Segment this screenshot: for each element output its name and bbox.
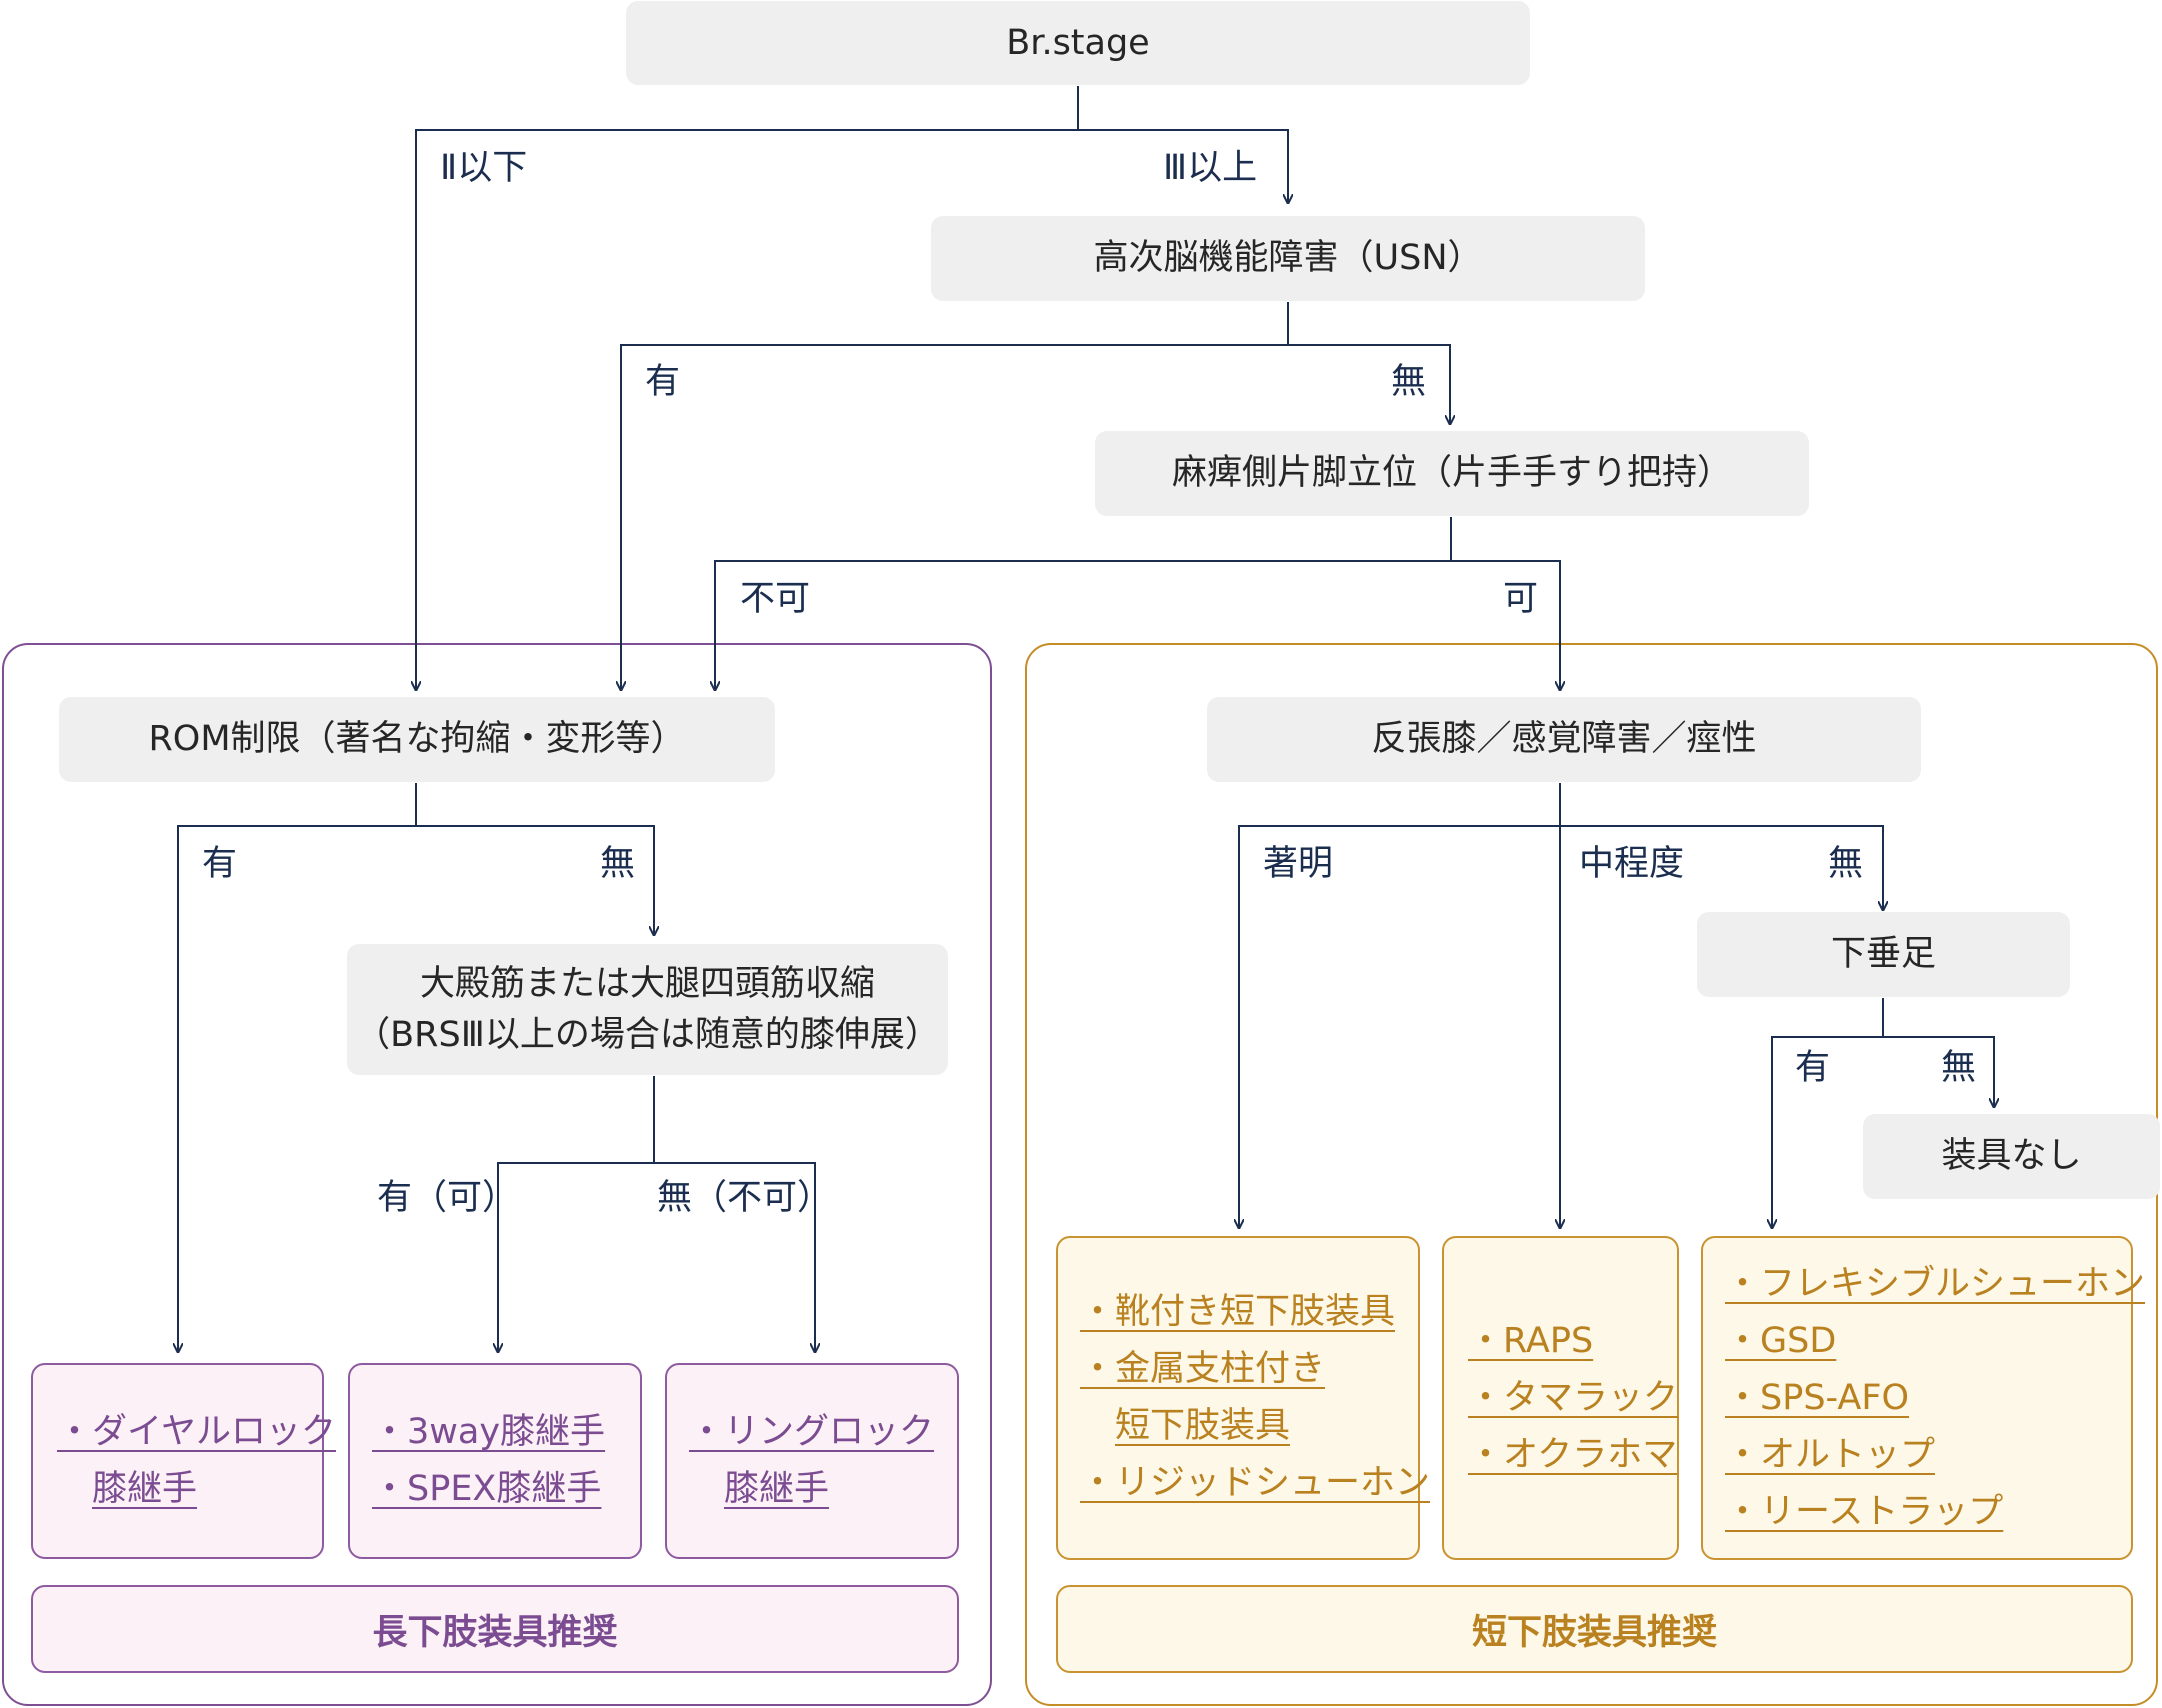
node-footdrop: 下垂足 [1697,912,2070,997]
label-usn-no: 無 [1391,362,1427,402]
arrow-stand-no [715,560,1451,690]
node-no-brace: 装具なし [1863,1114,2160,1199]
result-line[interactable]: ・フレキシブルシューホン [1725,1263,2146,1304]
result-boot-afo: ・靴付き短下肢装具 ・金属支柱付き 短下肢装具 ・リジッドシューホン [1056,1236,1431,1560]
result-line[interactable]: 短下肢装具 [1115,1406,1291,1446]
result-line[interactable]: 膝継手 [724,1469,830,1509]
result-line[interactable]: ・SPS-AFO [1725,1377,1910,1418]
result-line[interactable]: ・オルトップ [1725,1434,1936,1475]
arrow-contr-no [654,1162,815,1352]
result-dial-lock: ・ダイヤルロック 膝継手 [31,1363,336,1559]
arrow-contr-yes [498,1162,654,1352]
node-genu-recurvatum: 反張膝／感覚障害／痙性 [1207,697,1921,782]
label-rom-no: 無 [600,844,636,884]
label-contr-no: 無（不可） [657,1178,833,1218]
arrow-usn-no [1288,344,1450,424]
result-line[interactable]: ・オクラホマ [1468,1434,1678,1475]
node-contraction: 大殿筋または大腿四頭筋収縮 （BRSⅢ以上の場合は随意的膝伸展） [347,944,948,1075]
arrow-usn-yes [621,344,1288,690]
result-line[interactable]: ・GSD [1725,1320,1837,1361]
arrow-stand-yes [1451,560,1560,690]
result-line[interactable]: ・RAPS [1468,1320,1594,1361]
result-3way-spex: ・3way膝継手 ・SPEX膝継手 [348,1363,642,1559]
result-line[interactable]: ・3way膝継手 [372,1412,606,1452]
label-stand-yes: 可 [1503,579,1539,619]
banner-long-brace: 長下肢装具推奨 [31,1585,959,1673]
arrow-rom-yes [178,825,416,1352]
label-genu-none: 無 [1828,844,1864,884]
result-ring-lock: ・リングロック 膝継手 [665,1363,959,1559]
result-line[interactable]: ・タマラック [1468,1377,1679,1418]
result-line[interactable]: ・SPEX膝継手 [372,1469,602,1509]
result-raps: ・RAPS ・タマラック ・オクラホマ [1442,1236,1679,1560]
result-line[interactable]: 膝継手 [92,1469,198,1509]
arrow-iii-above [1078,129,1288,203]
node-brstage: Br.stage [626,1,1530,85]
label-ii-below: Ⅱ以下 [440,148,528,188]
label-rom-yes: 有 [202,844,238,884]
label-stand-no: 不可 [740,579,811,619]
node-usn: 高次脳機能障害（USN） [931,216,1645,301]
arrow-genu-marked [1239,825,1560,1228]
label-drop-yes: 有 [1795,1048,1831,1088]
arrow-drop-no [1883,1036,1994,1107]
result-line[interactable]: ・金属支柱付き [1080,1349,1326,1389]
label-contr-yes: 有（可） [377,1178,518,1218]
result-line[interactable]: ・リングロック [689,1412,935,1452]
arrow-ii-below [416,129,1078,690]
label-genu-marked: 著明 [1263,844,1334,884]
arrow-rom-no [416,825,654,935]
result-flexible: ・フレキシブルシューホン ・GSD ・SPS-AFO ・オルトップ ・リーストラ… [1701,1236,2146,1560]
result-line[interactable]: ・靴付き短下肢装具 [1080,1292,1396,1332]
node-rom: ROM制限（著名な拘縮・変形等） [59,697,775,782]
label-usn-yes: 有 [645,362,681,402]
node-contraction-line2: （BRSⅢ以上の場合は随意的膝伸展） [355,1014,940,1055]
banner-short-brace: 短下肢装具推奨 [1056,1585,2133,1673]
result-line[interactable]: ・ダイヤルロック [57,1412,336,1452]
arrow-genu-none [1560,825,1883,910]
label-iii-above: Ⅲ以上 [1163,148,1258,188]
label-drop-no: 無 [1941,1048,1977,1088]
result-line[interactable]: ・リジッドシューホン [1080,1463,1431,1503]
arrow-drop-yes [1772,1036,1883,1228]
label-genu-moderate: 中程度 [1579,844,1685,884]
node-contraction-line1: 大殿筋または大腿四頭筋収縮 [419,963,875,1004]
node-standing: 麻痺側片脚立位（片手手すり把持） [1095,431,1809,516]
result-line[interactable]: ・リーストラップ [1725,1491,2004,1532]
long-brace-panel [2,643,992,1706]
